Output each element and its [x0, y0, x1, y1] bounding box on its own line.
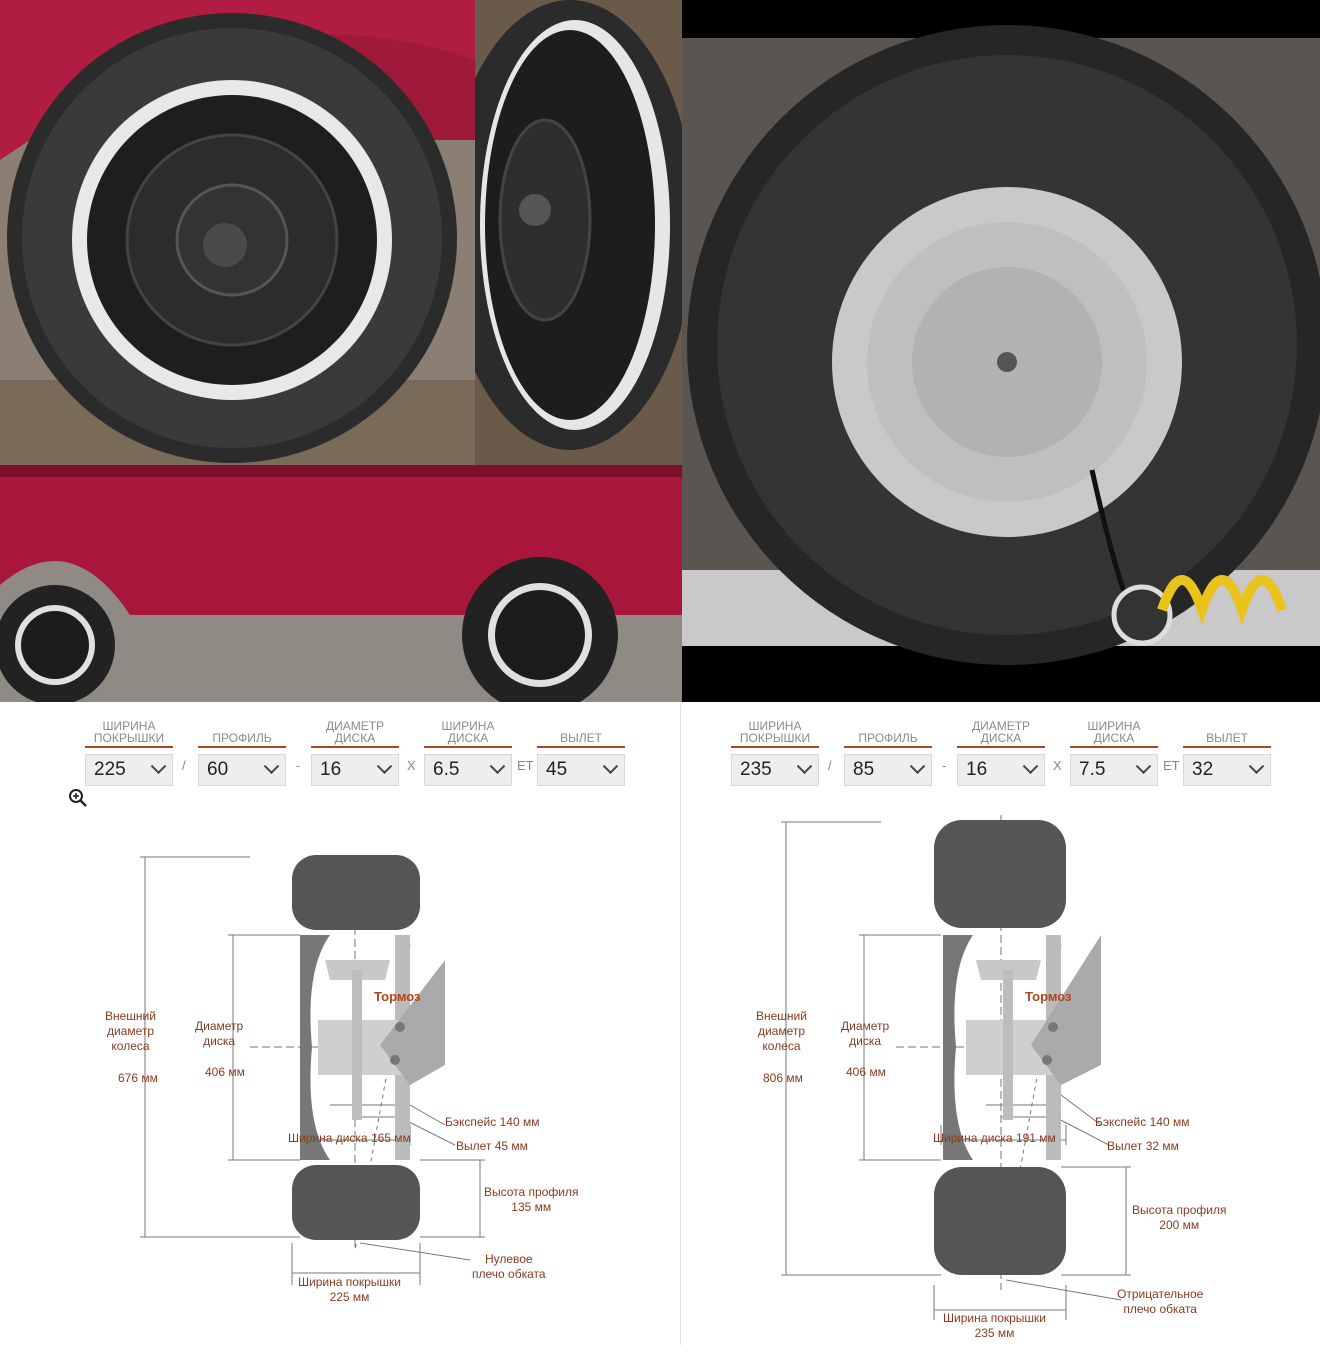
- chevron-down-icon: [376, 757, 393, 774]
- zoom-in-icon[interactable]: [68, 788, 90, 808]
- chevron-down-icon: [489, 757, 506, 774]
- rim-width-select[interactable]: 6.5: [424, 754, 512, 786]
- rim-width-field: ШИРИНА ДИСКА 7.5: [1070, 720, 1158, 786]
- photo-van-side: [0, 465, 682, 702]
- right-size-selectors: ШИРИНА ПОКРЫШКИ 235 / ПРОФИЛЬ 85 - ДИАМЕ…: [646, 720, 1320, 790]
- offset-field: ВЫЛЕТ 45: [537, 720, 625, 786]
- offset-select[interactable]: 45: [537, 754, 625, 786]
- left-wheel-diagram: Тормоз Внешний диаметр колеса 676 мм Диа…: [0, 795, 680, 1352]
- profile-select[interactable]: 85: [844, 754, 932, 786]
- profile-field: ПРОФИЛЬ 60: [198, 720, 286, 786]
- section-divider: [680, 705, 681, 1345]
- chevron-down-icon: [263, 757, 280, 774]
- tire-width-select[interactable]: 235: [731, 754, 819, 786]
- left-size-selectors: ШИРИНА ПОКРЫШКИ 225 / ПРОФИЛЬ 60 - ДИАМЕ…: [0, 720, 680, 790]
- tire-width-field: ШИРИНА ПОКРЫШКИ 225: [85, 720, 173, 786]
- rim-diameter-select[interactable]: 16: [957, 754, 1045, 786]
- photo-wheel-angled: [475, 0, 682, 465]
- chevron-down-icon: [150, 757, 167, 774]
- chevron-down-icon: [1022, 757, 1039, 774]
- offset-select[interactable]: 32: [1183, 754, 1271, 786]
- right-wheel-diagram: Тормоз Внешний диаметр колеса 806 мм Диа…: [681, 795, 1320, 1352]
- chevron-down-icon: [909, 757, 926, 774]
- profile-field: ПРОФИЛЬ 85: [844, 720, 932, 786]
- chevron-down-icon: [796, 757, 813, 774]
- offset-field: ВЫЛЕТ 32: [1183, 720, 1271, 786]
- chevron-down-icon: [602, 757, 619, 774]
- chevron-down-icon: [1135, 757, 1152, 774]
- chevron-down-icon: [1248, 757, 1265, 774]
- profile-select[interactable]: 60: [198, 754, 286, 786]
- photo-wheel-inflation: [682, 0, 1320, 702]
- photo-wheel-closeup: [0, 0, 475, 465]
- rim-diameter-field: ДИАМЕТР ДИСКА 16: [957, 720, 1045, 786]
- tire-width-field: ШИРИНА ПОКРЫШКИ 235: [731, 720, 819, 786]
- rim-width-field: ШИРИНА ДИСКА 6.5: [424, 720, 512, 786]
- rim-diameter-select[interactable]: 16: [311, 754, 399, 786]
- rim-diameter-field: ДИАМЕТР ДИСКА 16: [311, 720, 399, 786]
- rim-width-select[interactable]: 7.5: [1070, 754, 1158, 786]
- tire-width-select[interactable]: 225: [85, 754, 173, 786]
